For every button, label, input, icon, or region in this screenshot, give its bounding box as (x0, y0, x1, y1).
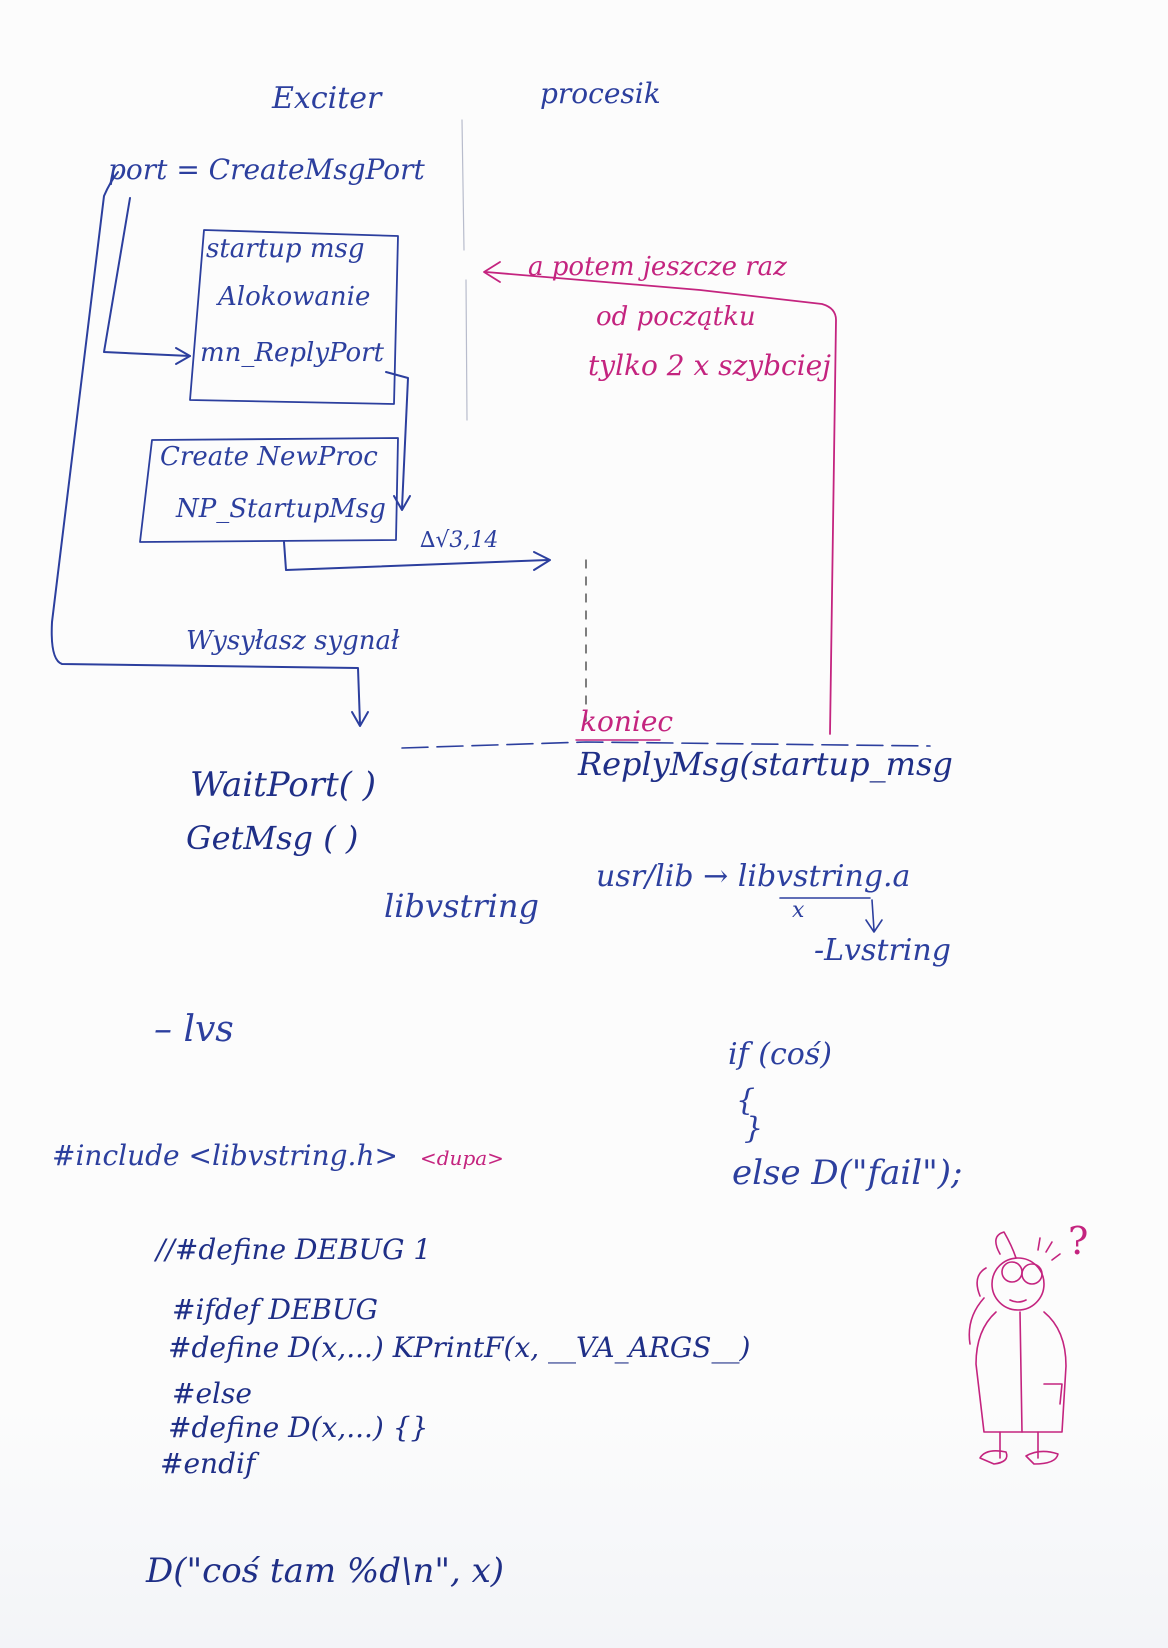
debug-line-4: #else (172, 1377, 252, 1410)
newproc-box (139, 437, 399, 543)
reply-port-arrow-head (175, 347, 191, 365)
include-line: #include <libvstring.h> (52, 1139, 398, 1172)
spawn-arrow-head (533, 551, 551, 571)
library-name: libvstring (384, 887, 539, 925)
startup-box-line-3: mn_ReplyPort (200, 338, 384, 368)
loop-back-arrow (485, 271, 837, 735)
loop-arrow-head (483, 261, 501, 283)
question-mark: ? (1068, 1219, 1089, 1263)
newproc-box-line-1: Create NewProc (160, 442, 378, 472)
debug-line-6: #endif (160, 1447, 256, 1480)
loop-note-line-2: od początku (596, 302, 756, 332)
reply-port-link (103, 197, 191, 357)
usage-line: D("coś tam %d\n", x) (146, 1551, 505, 1591)
startup-box-line-1: startup msg (206, 234, 365, 264)
lib-down-arrow (865, 899, 883, 933)
procesik-divider-line (461, 119, 468, 421)
confused-scientist-icon (968, 1231, 1067, 1465)
reply-msg-call: ReplyMsg(startup_msg (578, 745, 953, 783)
procesik-header: procesik (540, 77, 661, 110)
loop-note-line-1: a potem jeszcze raz (528, 252, 787, 282)
main-flow-bracket (50, 171, 361, 725)
debug-line-1: //#define DEBUG 1 (156, 1233, 432, 1266)
startup-msg-box (189, 229, 399, 405)
library-short-flag: – lvs (154, 1009, 234, 1050)
exciter-header: Exciter (272, 81, 382, 116)
send-signal-label: Wysyłasz sygnał (186, 626, 400, 656)
else-line: else D("fail"); (732, 1153, 963, 1193)
library-x-mark: x (792, 898, 805, 923)
wait-arrow-head (351, 711, 369, 727)
if-line: if (coś) (728, 1037, 832, 1072)
debug-line-5: #define D(x,...) {} (168, 1411, 429, 1444)
get-msg-call: GetMsg ( ) (186, 819, 359, 857)
library-link-flag: -Lvstring (814, 933, 951, 968)
port-create-line: port = CreateMsgPort (108, 153, 425, 186)
startup-box-line-2: Alokowanie (218, 282, 371, 312)
debug-line-3: #define D(x,...) KPrintF(x, __VA_ARGS__) (168, 1331, 751, 1364)
library-path-note: usr/lib → libvstring.a (596, 859, 911, 894)
open-brace: { (736, 1083, 756, 1118)
loop-note-line-3: tylko 2 x szybciej (588, 349, 831, 382)
reply-return-line (401, 741, 931, 749)
debug-line-2: #ifdef DEBUG (172, 1293, 378, 1326)
spawn-link (283, 541, 549, 571)
close-brace: } (744, 1111, 764, 1146)
wait-port-call: WaitPort( ) (190, 765, 377, 805)
newproc-box-line-2: NP_StartupMsg (176, 494, 386, 524)
koniec-label: koniec (580, 705, 674, 738)
spawn-arrow-label: ∆√3,14 (420, 528, 499, 553)
startup-to-newproc-link (385, 371, 409, 509)
include-aside: <dupa> (420, 1146, 504, 1170)
